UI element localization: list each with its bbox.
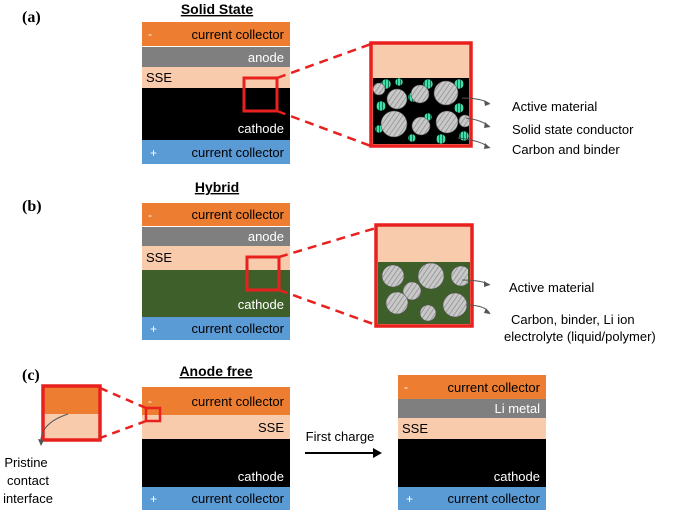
- bottom-collector-label: current collector: [192, 145, 285, 160]
- sse-label: SSE: [402, 421, 428, 436]
- zoom-guide-top: [276, 42, 372, 80]
- first-charge-label: First charge: [306, 429, 375, 444]
- bottom-collector-label: current collector: [192, 491, 285, 506]
- inset-frame: [374, 223, 474, 328]
- cathode-label: cathode: [494, 469, 540, 484]
- plus-sign: +: [150, 146, 157, 160]
- cathode-layer: [142, 270, 290, 317]
- interface-inset: [41, 384, 102, 442]
- callout-electrolyte-line2: electrolyte (liquid/polymer): [504, 329, 656, 344]
- cathode-label: cathode: [238, 297, 284, 312]
- plus-sign: +: [406, 492, 413, 506]
- plus-sign: +: [150, 492, 157, 506]
- inset-collector: [43, 386, 100, 414]
- sse-layer: [142, 67, 290, 88]
- bottom-current-collector: [142, 317, 290, 340]
- cathode-label: cathode: [238, 121, 284, 136]
- sse-label: SSE: [146, 70, 172, 85]
- bottom-current-collector: [142, 140, 290, 164]
- top-current-collector: [142, 203, 290, 226]
- cathode-label: cathode: [238, 469, 284, 484]
- leader-electrolyte: [465, 304, 491, 315]
- zoom-guide-bottom: [278, 288, 377, 327]
- post-charge-stack: - current collector Li metal SSE cathode…: [398, 375, 546, 510]
- panel-a-title: Solid State: [181, 1, 254, 17]
- anode-label: anode: [248, 229, 284, 244]
- zoom-guide-bottom: [99, 419, 147, 440]
- panel-c-title: Anode free: [179, 363, 252, 379]
- anode-label: anode: [248, 50, 284, 65]
- inset-frame: [369, 41, 473, 148]
- panel-c: (c) Anode free - current collector SSE c…: [3, 363, 546, 510]
- zoom-inset: [369, 41, 473, 148]
- plus-sign: +: [150, 322, 157, 336]
- callout-active-material: Active material: [512, 99, 597, 114]
- callout-solid-state-conductor: Solid state conductor: [512, 122, 634, 137]
- sse-label: SSE: [146, 250, 172, 265]
- sse-layer: [142, 415, 290, 439]
- pre-charge-stack: - current collector SSE cathode + curren…: [142, 387, 290, 510]
- panel-a: (a) Solid State - current collector anod…: [22, 1, 634, 164]
- li-metal-label: Li metal: [494, 401, 540, 416]
- zoom-guide-top: [278, 226, 377, 259]
- minus-sign: -: [148, 27, 152, 41]
- top-collector-label: current collector: [448, 380, 541, 395]
- anode-layer: [142, 47, 290, 67]
- callout-electrolyte-line1: Carbon, binder, Li ion: [511, 312, 635, 327]
- zoom-guide-bottom: [276, 109, 372, 148]
- minus-sign: -: [404, 380, 408, 394]
- inset-particles: [381, 262, 468, 322]
- panel-a-label: (a): [22, 9, 41, 26]
- top-current-collector: [142, 22, 290, 46]
- top-collector-label: current collector: [192, 207, 285, 222]
- li-metal-layer: [398, 399, 546, 418]
- callout-carbon-binder: Carbon and binder: [512, 142, 620, 157]
- cathode-layer: [398, 439, 546, 487]
- bottom-collector-label: current collector: [192, 321, 285, 336]
- panel-b-label: (b): [22, 198, 42, 215]
- panel-b: (b) Hybrid - current collector anode SSE…: [22, 179, 656, 344]
- panel-b-title: Hybrid: [195, 179, 239, 195]
- inset-sse: [43, 414, 100, 440]
- sse-label: SSE: [258, 420, 284, 435]
- callout-active-material: Active material: [509, 280, 594, 295]
- bottom-collector-label: current collector: [448, 491, 541, 506]
- zoom-guide-top: [99, 386, 147, 410]
- cathode-layer: [142, 88, 290, 140]
- top-collector-label: current collector: [192, 27, 285, 42]
- minus-sign: -: [148, 208, 152, 222]
- anode-layer: [142, 227, 290, 246]
- inset-particles: [373, 78, 469, 144]
- inset-frame: [41, 384, 102, 442]
- sse-layer: [398, 418, 546, 439]
- cathode-layer: [142, 439, 290, 487]
- top-current-collector: [142, 387, 290, 415]
- zoom-inset: [374, 223, 474, 328]
- zoom-selection-box: [144, 406, 162, 423]
- zoom-selection-box: [242, 76, 279, 113]
- top-collector-label: current collector: [192, 394, 285, 409]
- bottom-current-collector: [142, 487, 290, 510]
- bottom-current-collector: [398, 487, 546, 510]
- interface-label-line3: interface: [3, 491, 53, 506]
- arrow-head: [373, 448, 382, 458]
- panel-c-label: (c): [22, 367, 40, 384]
- zoom-selection-box: [245, 255, 281, 292]
- interface-label-line2: contact: [7, 473, 49, 488]
- interface-label-line1: Pristine: [4, 455, 47, 470]
- minus-sign: -: [148, 394, 152, 408]
- top-current-collector: [398, 375, 546, 399]
